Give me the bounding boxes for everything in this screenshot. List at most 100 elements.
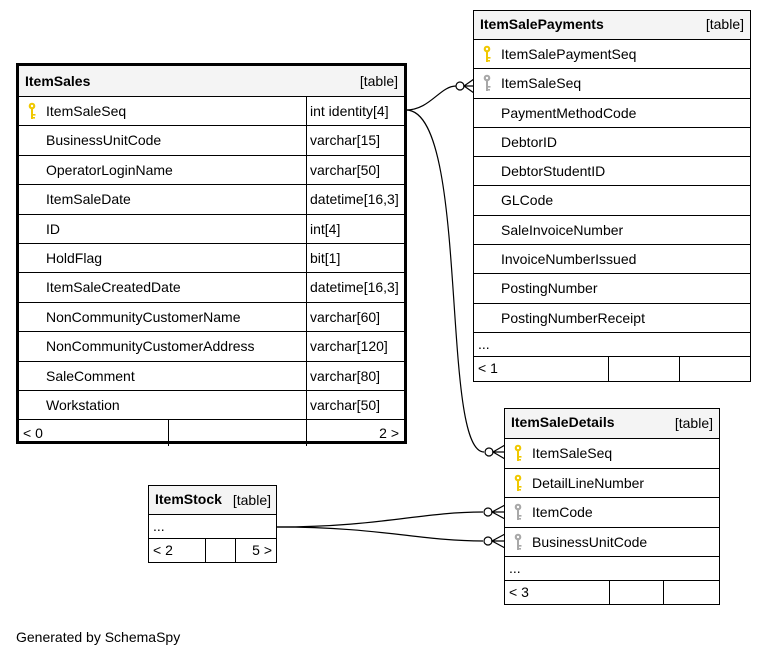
table-item-stock[interactable]: ItemStock [table] ... < 2 5 >: [148, 485, 277, 563]
column-row[interactable]: ItemSalePaymentSeq: [474, 40, 750, 70]
column-name: PostingNumberReceipt: [501, 309, 645, 326]
table-item-sale-payments[interactable]: ItemSalePayments [table] ItemSalePayment…: [473, 10, 751, 382]
link-itemsales-payments: [405, 85, 457, 111]
column-name: OperatorLoginName: [46, 161, 173, 178]
column-row[interactable]: DebtorID: [474, 128, 750, 158]
children-count[interactable]: [663, 581, 719, 605]
column-type: varchar[50]: [306, 390, 404, 420]
column-name: PostingNumber: [501, 280, 598, 297]
column-name: GLCode: [501, 192, 554, 209]
link-itemsales-payments-crowfoot: [462, 78, 475, 94]
link-itemstock-businessunitcode: [276, 526, 484, 542]
primary-key-icon: [514, 444, 522, 462]
children-count[interactable]: 5 >: [235, 539, 276, 562]
column-type: varchar[50]: [306, 155, 404, 185]
link-itemstock-businessunitcode-crowfoot: [490, 533, 506, 549]
column-row[interactable]: DebtorStudentID: [474, 157, 750, 187]
generated-by-text: Generated by SchemaSpy: [16, 629, 181, 645]
column-type: bit[1]: [306, 243, 404, 273]
column-name: InvoiceNumberIssued: [501, 251, 637, 268]
column-name: NonCommunityCustomerName: [46, 308, 241, 325]
children-count[interactable]: [679, 356, 750, 381]
column-name: ItemCode: [532, 504, 593, 520]
column-row[interactable]: SaleInvoiceNumber: [474, 216, 750, 246]
table-footer: < 3: [505, 581, 719, 605]
column-row[interactable]: PaymentMethodCode: [474, 99, 750, 128]
column-name: SaleComment: [46, 367, 135, 384]
children-count[interactable]: 2 >: [306, 420, 404, 447]
primary-key-icon: [514, 474, 522, 491]
column-name: ItemSaleSeq: [532, 445, 613, 461]
column-row[interactable]: ID int[4]: [19, 214, 404, 244]
column-name: NonCommunityCustomerAddress: [46, 338, 255, 355]
table-header: ItemSaleDetails [table]: [505, 409, 719, 439]
parents-count[interactable]: < 0: [23, 425, 43, 442]
column-row[interactable]: SaleComment varchar[80]: [19, 361, 404, 391]
primary-key-icon: [483, 45, 491, 63]
parents-count[interactable]: < 1: [478, 359, 498, 376]
column-type: datetime[16,3]: [306, 273, 404, 302]
column-row[interactable]: BusinessUnitCode: [505, 528, 719, 557]
table-header: ItemStock [table]: [149, 486, 276, 515]
column-name: BusinessUnitCode: [46, 132, 162, 149]
column-row[interactable]: ItemSaleCreatedDate datetime[16,3]: [19, 273, 404, 303]
column-row[interactable]: GLCode: [474, 186, 750, 216]
primary-key-icon: [28, 102, 36, 120]
table-kind: [table]: [232, 492, 271, 508]
table-name: ItemSalePayments: [480, 16, 604, 32]
column-row[interactable]: Workstation varchar[50]: [19, 390, 404, 421]
table-footer: < 2 5 >: [149, 539, 276, 562]
column-name: ItemSaleSeq: [46, 103, 127, 119]
column-type: int[4]: [306, 214, 404, 243]
column-type: varchar[120]: [306, 332, 404, 361]
column-name: Workstation: [46, 396, 120, 413]
column-name: ItemSalePaymentSeq: [501, 46, 637, 62]
column-name: ItemSaleCreatedDate: [46, 279, 181, 296]
parents-count[interactable]: < 3: [509, 584, 529, 600]
column-name: DebtorStudentID: [501, 163, 606, 180]
column-type: varchar[80]: [306, 361, 404, 390]
column-row[interactable]: PostingNumberReceipt: [474, 304, 750, 333]
column-row[interactable]: InvoiceNumberIssued: [474, 245, 750, 275]
table-header: ItemSalePayments [table]: [474, 11, 750, 40]
column-row[interactable]: PostingNumber: [474, 274, 750, 304]
table-kind: [table]: [674, 415, 713, 431]
column-name: DebtorID: [501, 133, 558, 150]
column-row[interactable]: ItemCode: [505, 498, 719, 528]
more-columns: ...: [474, 333, 750, 357]
column-row[interactable]: OperatorLoginName varchar[50]: [19, 155, 404, 186]
column-type: datetime[16,3]: [306, 185, 404, 214]
foreign-key-icon: [514, 533, 522, 550]
more-columns: ...: [505, 557, 719, 581]
foreign-key-icon: [514, 503, 522, 521]
link-itemsales-payments-optional: [455, 81, 465, 91]
parents-count[interactable]: < 2: [153, 542, 173, 558]
column-row[interactable]: NonCommunityCustomerAddress varchar[120]: [19, 332, 404, 362]
footer-spacer: [608, 356, 680, 381]
column-row[interactable]: DetailLineNumber: [505, 469, 719, 498]
link-itemsales-details-crowfoot: [491, 444, 506, 460]
column-row[interactable]: ItemSaleSeq: [474, 69, 750, 99]
link-itemstock-itemcode-crowfoot: [490, 504, 506, 520]
footer-spacer: [205, 539, 236, 562]
foreign-key-icon: [483, 75, 491, 92]
column-row[interactable]: ItemSaleSeq: [505, 439, 719, 469]
table-header: ItemSales [table]: [19, 66, 404, 97]
footer-spacer: [168, 420, 306, 447]
table-kind: [table]: [359, 73, 398, 89]
table-name: ItemSales: [25, 73, 91, 89]
column-name: SaleInvoiceNumber: [501, 221, 624, 238]
column-name: ID: [46, 220, 60, 237]
column-name: DetailLineNumber: [532, 474, 645, 491]
